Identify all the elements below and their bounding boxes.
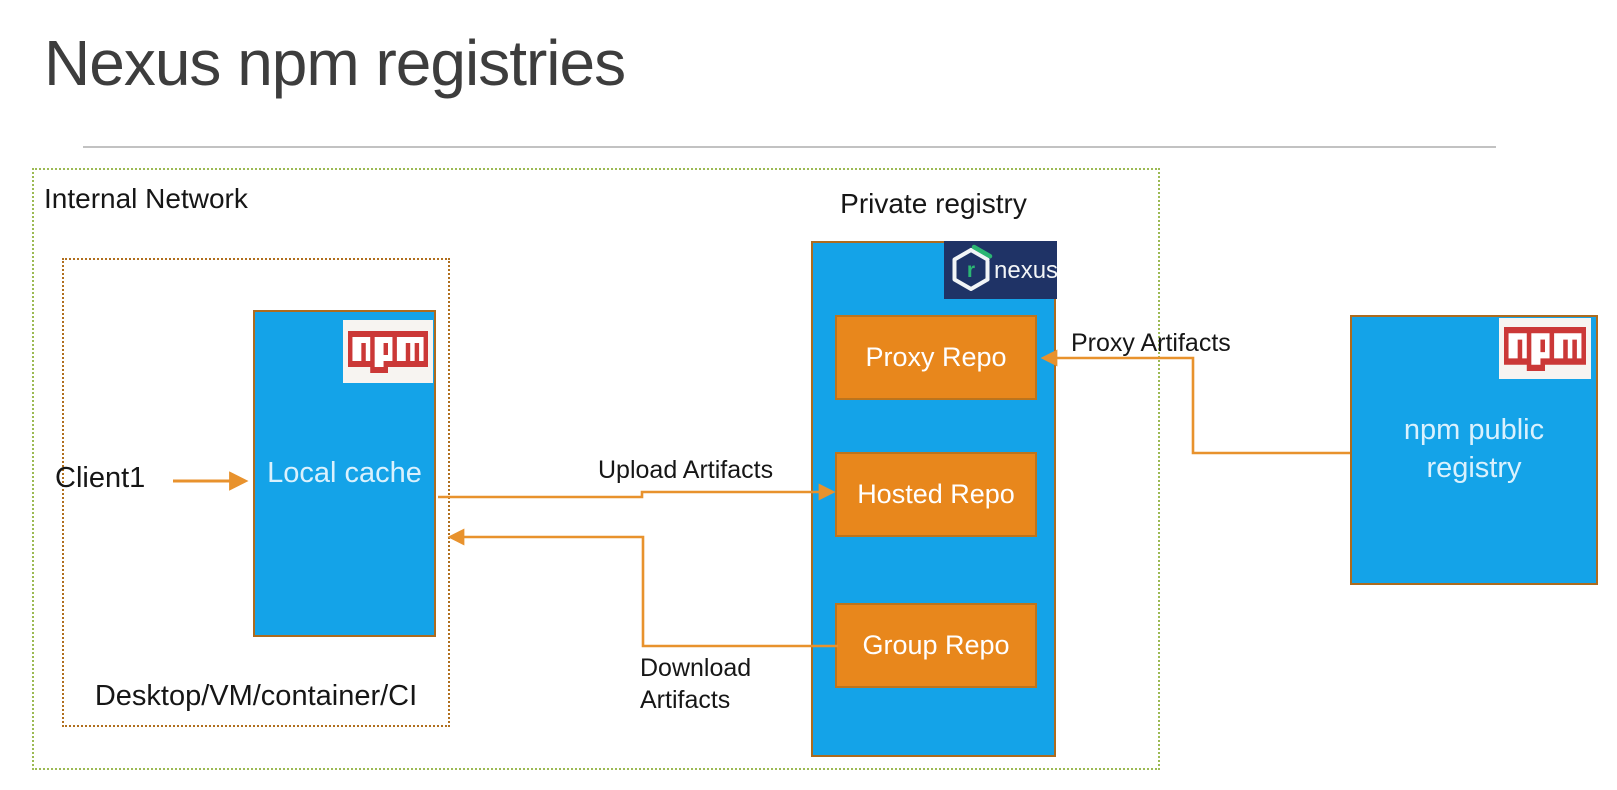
client-label: Client1 (55, 462, 146, 494)
proxy-repo-label: Proxy Repo (865, 342, 1007, 372)
private-registry-node: r nexus Proxy Repo Hosted Repo Group Rep… (811, 241, 1057, 757)
hosted-repo-node: Hosted Repo (835, 452, 1037, 537)
hosted-repo-label: Hosted Repo (857, 479, 1015, 509)
group-repo-label: Group Repo (862, 630, 1010, 660)
nexus-mark: r (967, 259, 975, 282)
npm-public-registry-label: npm public registry (1403, 414, 1545, 484)
proxy-repo-node: Proxy Repo (835, 315, 1037, 400)
local-cache-label: Local cache (267, 457, 422, 489)
local-cache-node: Local cache (253, 310, 436, 637)
internal-network-zone (32, 168, 1160, 770)
internal-network-label: Internal Network (44, 183, 248, 214)
upload-artifacts-label: Upload Artifacts (598, 456, 774, 484)
npm-public-registry-node: npm public registry (1350, 315, 1598, 585)
nexus-wordmark: nexus (994, 257, 1057, 284)
client-zone-label: Desktop/VM/container/CI (94, 680, 418, 712)
nexus-icon: r nexus (944, 241, 1057, 299)
group-repo-node: Group Repo (835, 603, 1037, 688)
page-title: Nexus npm registries (44, 27, 626, 99)
npm-icon (1499, 318, 1591, 379)
private-registry-label: Private registry (840, 188, 1027, 219)
npm-icon (343, 320, 433, 383)
proxy-artifacts-label: Proxy Artifacts (1071, 329, 1231, 357)
download-artifacts-label: Download Artifacts (640, 654, 752, 714)
title-divider (83, 146, 1496, 148)
